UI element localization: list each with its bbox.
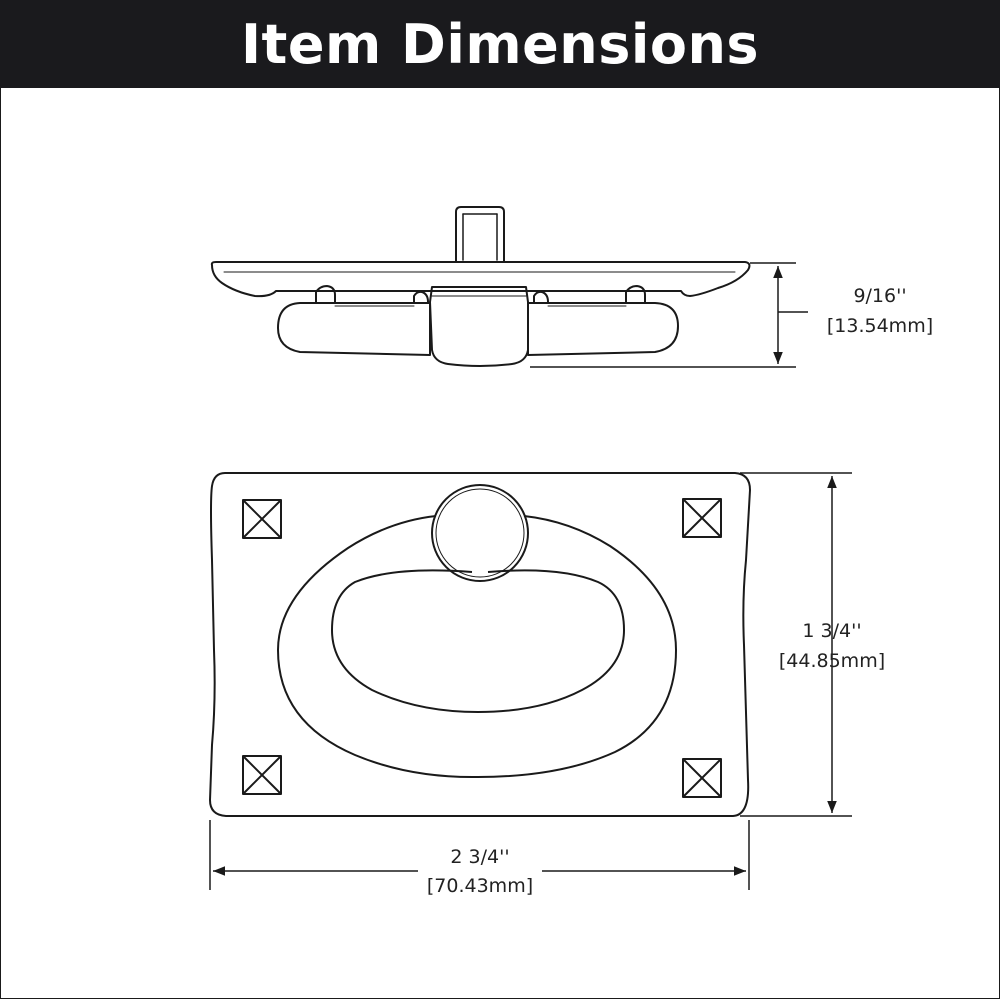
length-metric-label: [44.85mm] [779,650,885,672]
width-imperial-label: 2 3/4'' [450,846,509,868]
center-rosette [431,484,529,582]
side-bail [277,302,431,356]
length-dimension [740,472,852,817]
side-post [455,206,505,263]
width-dimension [209,820,750,890]
page-title: Item Dimensions [240,12,760,76]
ring-bail-outer [277,515,677,779]
height-imperial-label: 9/16'' [853,285,906,307]
pyramid-stud-bottom-left [242,755,282,795]
front-backplate [209,472,751,817]
title-banner: Item Dimensions [0,0,1000,88]
height-metric-label: [13.54mm] [827,315,933,337]
pyramid-stud-bottom-right [682,758,722,798]
pyramid-stud-top-left [242,499,282,539]
side-view [210,206,751,367]
side-backplate [210,261,751,298]
side-collar [429,286,529,367]
pyramid-stud-top-right [682,498,722,538]
ring-bail-inner [331,569,625,713]
length-imperial-label: 1 3/4'' [802,620,861,642]
width-metric-label: [70.43mm] [427,875,533,897]
height-dimension [530,262,808,368]
front-view [209,472,751,817]
